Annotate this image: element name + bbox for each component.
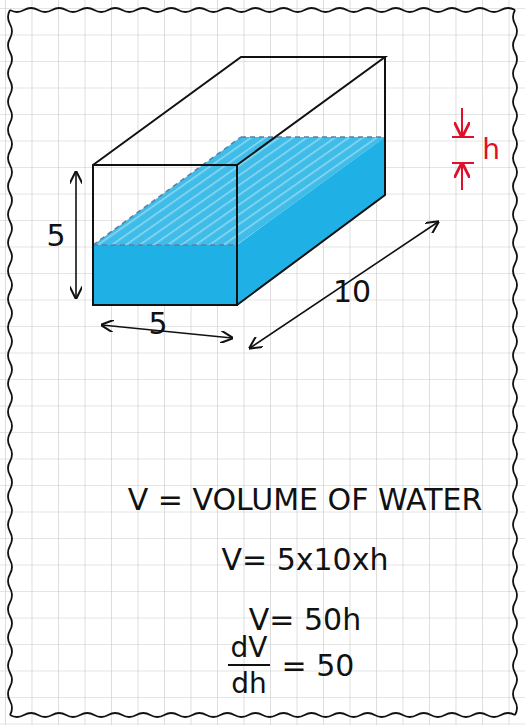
equation-text: V = VOLUME OF WATER <box>128 485 483 515</box>
wavy-border <box>513 10 517 715</box>
equation-text: V= 5x10xh <box>222 545 389 575</box>
equation-text: V= 50h <box>249 605 361 635</box>
dimension-label: 5 <box>148 309 167 339</box>
dimension-arrows <box>76 172 438 348</box>
wavy-border <box>10 713 515 717</box>
water-front <box>93 245 237 305</box>
fraction-denominator: dh <box>231 670 267 698</box>
tank-outline <box>93 57 385 305</box>
height-marker <box>452 108 474 190</box>
dimension-label: 10 <box>333 277 371 307</box>
fraction-numerator: dV <box>231 634 268 662</box>
fraction-bar <box>228 664 270 666</box>
wavy-border <box>8 10 12 715</box>
equation-text: = 50 <box>282 651 355 681</box>
dimension-label: 5 <box>46 221 65 251</box>
wavy-border <box>10 8 515 12</box>
dimension-label: h <box>482 136 500 164</box>
